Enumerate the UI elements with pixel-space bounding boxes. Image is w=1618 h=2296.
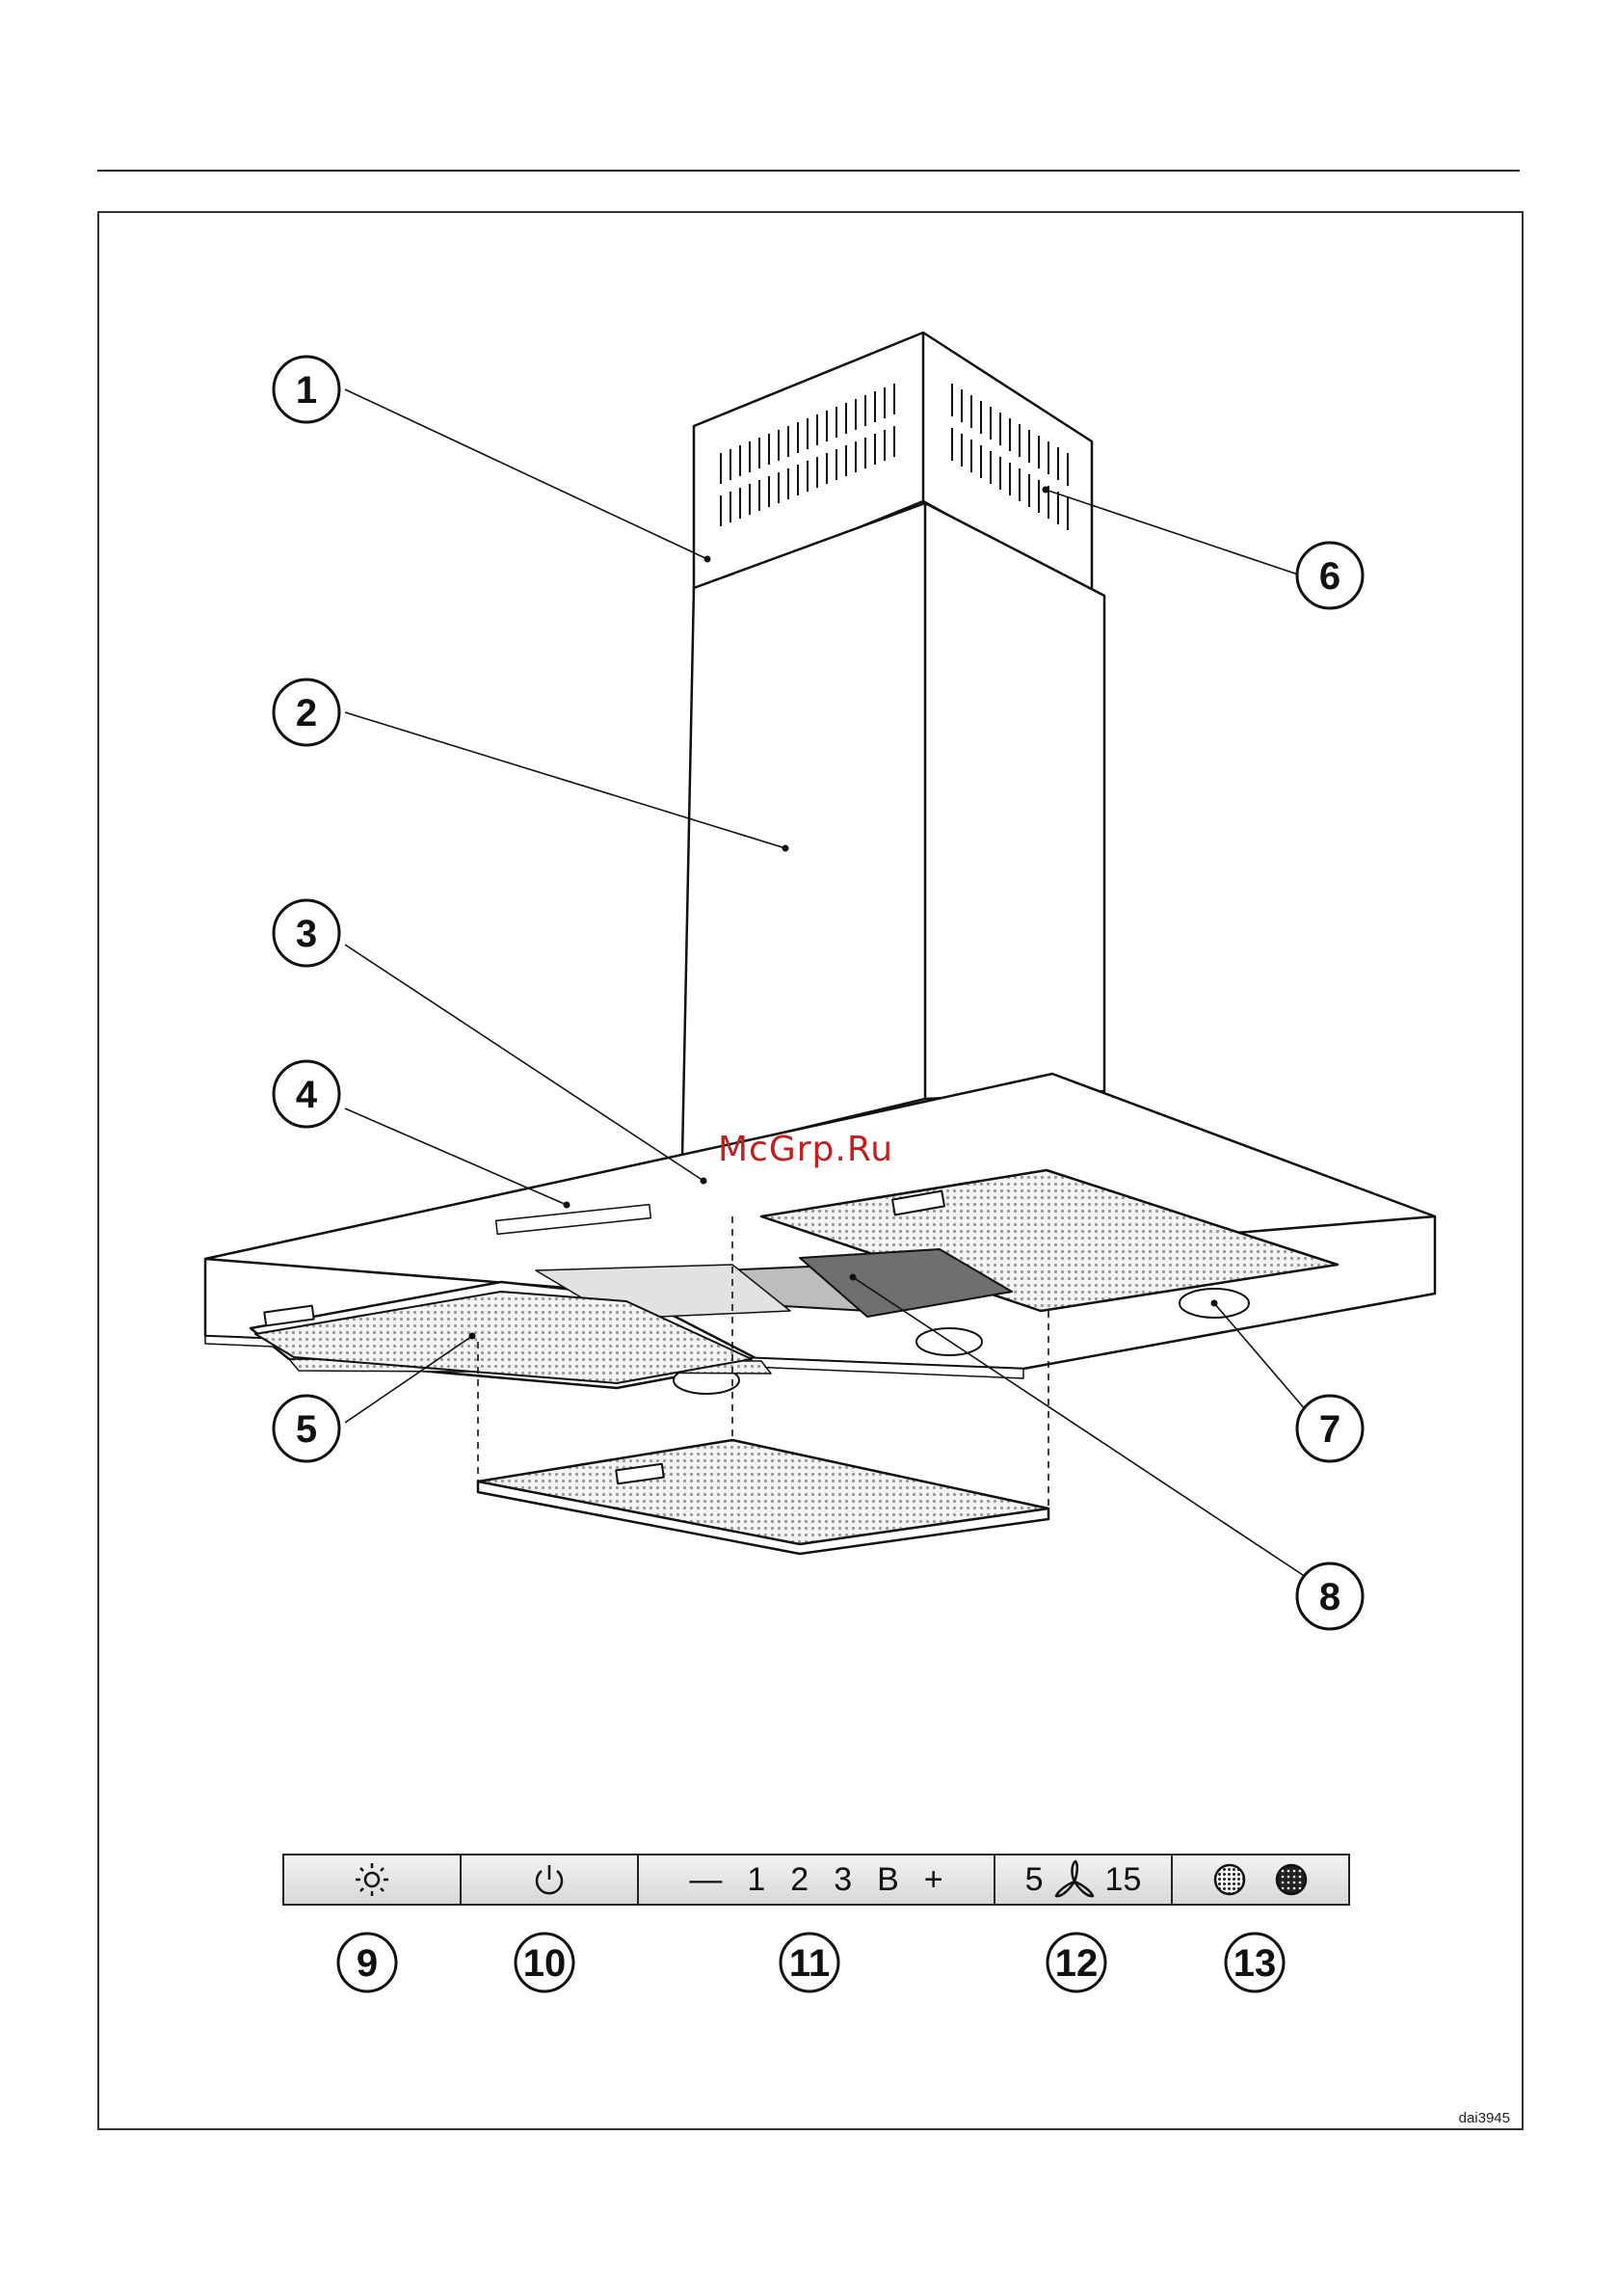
callout-2: 2 bbox=[274, 680, 339, 745]
svg-text:5: 5 bbox=[296, 1408, 317, 1451]
run-on-15-button[interactable]: 15 bbox=[1105, 1861, 1142, 1899]
drawing-code: dai3945 bbox=[1459, 2110, 1510, 2126]
charcoal-filter-icon bbox=[1274, 1862, 1309, 1897]
callout-10: 10 bbox=[516, 1934, 573, 1991]
svg-text:9: 9 bbox=[357, 1942, 378, 1985]
control-panel-strip: — 1 2 3 B + 5 15 bbox=[282, 1854, 1348, 1906]
callout-5: 5 bbox=[274, 1396, 339, 1461]
callout-13: 13 bbox=[1226, 1934, 1284, 1991]
boost-button[interactable]: B bbox=[877, 1861, 899, 1899]
svg-text:4: 4 bbox=[296, 1074, 318, 1116]
callout-9: 9 bbox=[338, 1934, 396, 1991]
removed-grease-filter bbox=[478, 1440, 1048, 1554]
run-on-5-button[interactable]: 5 bbox=[1025, 1861, 1044, 1899]
callout-4: 4 bbox=[274, 1061, 339, 1127]
filter-saturation-indicators bbox=[1171, 1854, 1350, 1906]
fan-icon bbox=[1051, 1858, 1098, 1901]
svg-text:3: 3 bbox=[296, 913, 317, 955]
svg-text:2: 2 bbox=[296, 692, 317, 734]
callout-1: 1 bbox=[274, 357, 339, 422]
svg-text:10: 10 bbox=[523, 1942, 567, 1985]
callout-11: 11 bbox=[781, 1934, 838, 1991]
callout-6: 6 bbox=[1297, 543, 1363, 608]
fan-level-2-button[interactable]: 2 bbox=[790, 1861, 809, 1899]
callout-12: 12 bbox=[1048, 1934, 1105, 1991]
svg-text:13: 13 bbox=[1233, 1942, 1277, 1985]
fan-minus-button[interactable]: — bbox=[689, 1861, 722, 1899]
fan-speed-controls: — 1 2 3 B + bbox=[637, 1854, 995, 1906]
svg-text:11: 11 bbox=[789, 1942, 830, 1985]
svg-text:7: 7 bbox=[1319, 1408, 1340, 1451]
watermark: McGrp.Ru bbox=[718, 1130, 893, 1169]
callout-3: 3 bbox=[274, 900, 339, 966]
svg-text:12: 12 bbox=[1055, 1942, 1099, 1985]
svg-text:8: 8 bbox=[1319, 1576, 1340, 1618]
lower-chimney-section bbox=[682, 503, 1104, 1157]
fan-level-3-button[interactable]: 3 bbox=[834, 1861, 852, 1899]
fan-run-on-controls: 5 15 bbox=[994, 1854, 1173, 1906]
svg-text:1: 1 bbox=[296, 369, 317, 412]
light-button[interactable] bbox=[282, 1854, 462, 1906]
power-icon bbox=[530, 1860, 569, 1899]
callout-7: 7 bbox=[1297, 1396, 1363, 1461]
fan-plus-button[interactable]: + bbox=[924, 1861, 943, 1899]
power-button[interactable] bbox=[460, 1854, 639, 1906]
svg-text:6: 6 bbox=[1319, 555, 1340, 598]
callout-8: 8 bbox=[1297, 1563, 1363, 1629]
grease-filter-icon bbox=[1212, 1862, 1247, 1897]
light-icon bbox=[353, 1860, 391, 1899]
fan-level-1-button[interactable]: 1 bbox=[747, 1861, 765, 1899]
